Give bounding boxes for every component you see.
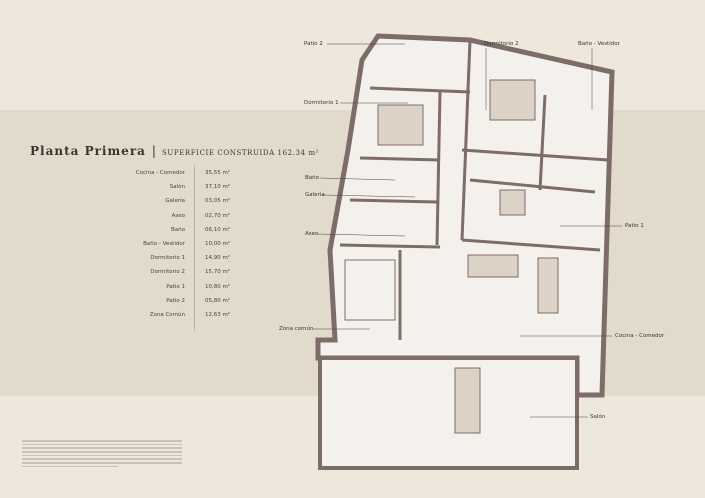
area-row: Baño 06,10 m² xyxy=(110,227,310,241)
upper-floor-outline xyxy=(315,33,615,398)
room-area: 06,10 m² xyxy=(205,226,231,233)
room-name: Cocina - Comedor xyxy=(135,170,185,176)
label-dormitorio-2: Dormitorio 2 xyxy=(484,41,519,47)
kitchen-island xyxy=(537,257,559,314)
stair xyxy=(344,259,396,321)
area-row: Salón 37,10 m² xyxy=(110,184,310,198)
room-name: Patio 1 xyxy=(166,283,185,290)
room-name: Galería xyxy=(165,198,185,205)
room-area: 05,80 m² xyxy=(205,297,231,304)
room-area: 12,63 m² xyxy=(205,312,231,318)
area-row: Patio 1 10,80 m² xyxy=(110,284,310,298)
salon-outline xyxy=(318,356,579,470)
label-cocina-comedor: Cocina - Comedor xyxy=(615,333,665,339)
label-patio-2: Patio 2 xyxy=(304,41,323,47)
room-area: 37,10 m² xyxy=(205,184,231,191)
label-aseo: Aseo xyxy=(305,231,319,237)
label-zona-comun: Zona común xyxy=(279,326,314,332)
disclaimer-text xyxy=(22,440,182,470)
room-area: 14,90 m² xyxy=(205,255,231,262)
room-name: Baño - Vestidor xyxy=(143,241,185,247)
room-area: 02,70 m² xyxy=(205,212,231,219)
dining-table xyxy=(467,254,519,278)
room-name: Salón xyxy=(169,184,185,191)
plan-title: Planta Primera xyxy=(30,144,146,158)
area-row: Cocina - Comedor 35,55 m² xyxy=(110,170,310,184)
room-name: Dormitorio 1 xyxy=(150,255,185,262)
area-row: Patio 2 05,80 m² xyxy=(110,298,310,312)
room-area: 10,80 m² xyxy=(205,283,231,290)
room-area: 03,05 m² xyxy=(205,198,231,205)
bed-1 xyxy=(377,104,424,146)
room-name: Patio 2 xyxy=(166,297,185,304)
area-row: Aseo 02,70 m² xyxy=(110,213,310,227)
area-row: Dormitorio 2 15,70 m² xyxy=(110,269,310,283)
room-name: Dormitorio 2 xyxy=(150,269,185,276)
label-salon: Salón xyxy=(590,414,606,420)
title-separator: | xyxy=(151,144,156,158)
built-area: SUPERFICIE CONSTRUIDA 162.34 m² xyxy=(161,149,320,157)
divider xyxy=(194,165,195,331)
room-name: Aseo xyxy=(171,212,185,219)
bed-2 xyxy=(489,79,536,121)
label-patio-1: Patio 1 xyxy=(625,223,644,229)
sofa xyxy=(454,367,481,434)
room-area: 15,70 m² xyxy=(205,269,231,276)
label-dormitorio-1: Dormitorio 1 xyxy=(304,100,339,106)
area-row: Zona Común 12,63 m² xyxy=(110,312,310,326)
label-bano: Baño xyxy=(305,175,319,181)
label-galeria: Galería xyxy=(305,192,325,198)
area-row: Galería 03,05 m² xyxy=(110,198,310,212)
area-row: Dormitorio 1 14,90 m² xyxy=(110,255,310,269)
area-row: Baño - Vestidor 10,00 m² xyxy=(110,241,310,255)
room-name: Baño xyxy=(171,226,185,233)
room-area: 10,00 m² xyxy=(205,241,231,247)
room-area: 35,55 m² xyxy=(205,170,231,176)
page-title: Planta Primera | SUPERFICIE CONSTRUIDA 162… xyxy=(30,140,319,159)
room-name: Zona Común xyxy=(149,312,185,318)
patio1-bench xyxy=(499,189,526,216)
label-bano-vestidor: Baño - Vestidor xyxy=(578,41,620,47)
